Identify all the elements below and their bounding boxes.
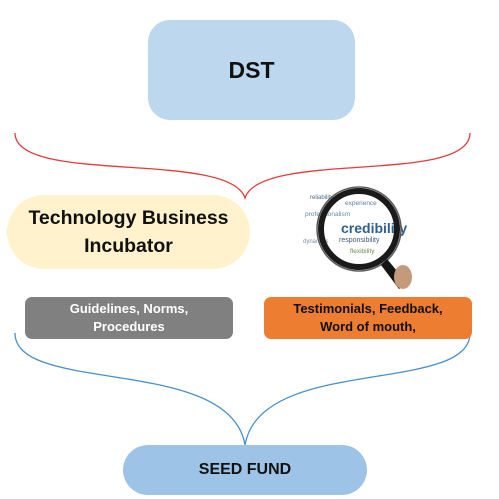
seed-fund-node: SEED FUND (123, 445, 367, 495)
incubator-label: Technology Business Incubator (28, 207, 229, 257)
bottom-brace (14, 332, 471, 446)
credibility-magnifier-image: reliability experience professionalism d… (303, 186, 412, 289)
incubator-node: Technology Business Incubator (7, 195, 250, 269)
testimonials-node: Testimonials, Feedback, Word of mouth, (264, 297, 472, 339)
word-responsibility: responsibility (339, 237, 380, 244)
word-experience: experience (345, 200, 377, 207)
guidelines-node: Guidelines, Norms, Procedures (25, 297, 233, 339)
hand (394, 265, 412, 289)
magnifier-rim-outer (316, 186, 402, 272)
top-brace (14, 132, 471, 201)
word-reliability: reliability (310, 195, 333, 201)
word-dynamics: dynamics (303, 239, 328, 245)
word-flexibility: flexibility (350, 248, 375, 255)
word-professionalism: professionalism (305, 211, 350, 218)
dst-label: DST (228, 56, 275, 83)
testimonials-label: Testimonials, Feedback, Word of mouth, (293, 301, 443, 334)
seed-fund-label: SEED FUND (198, 461, 292, 478)
guidelines-label: Guidelines, Norms, Procedures (69, 301, 189, 334)
word-credibility: credibility (341, 220, 407, 236)
magnifier-rim (318, 188, 400, 270)
dst-node: DST (148, 20, 355, 120)
